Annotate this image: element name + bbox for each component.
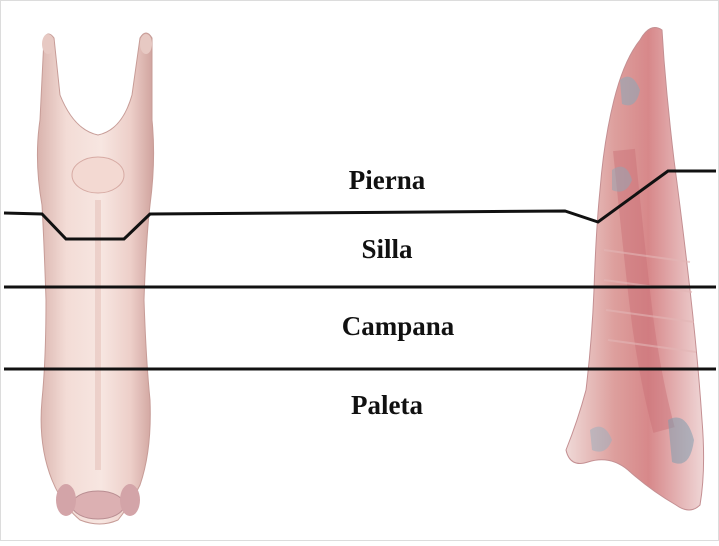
label-campana: Campana (342, 313, 455, 340)
label-pierna: Pierna (349, 167, 425, 194)
label-silla: Silla (361, 236, 412, 263)
label-paleta: Paleta (351, 392, 423, 419)
